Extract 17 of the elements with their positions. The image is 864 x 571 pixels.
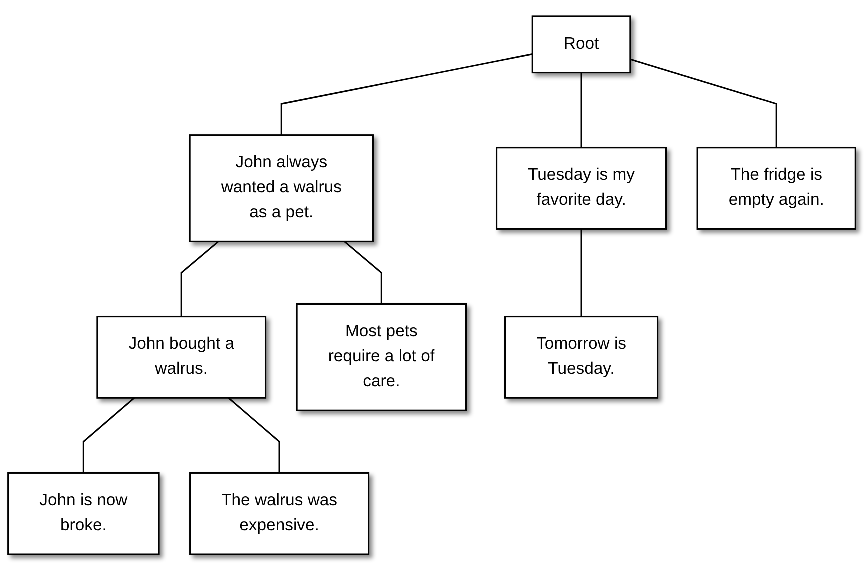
node-box: Root	[532, 16, 632, 74]
node-box: Tuesday is my favorite day.	[496, 147, 668, 230]
node-box: John is now broke.	[8, 472, 160, 556]
connector	[580, 72, 582, 148]
connector	[280, 54, 533, 136]
connector	[228, 398, 280, 474]
node-box: John always wanted a walrus as a pet.	[189, 134, 374, 242]
connector	[82, 398, 135, 474]
connector	[580, 229, 582, 317]
node-box: Tomorrow is Tuesday.	[504, 316, 659, 399]
node-box: The walrus was expensive.	[190, 472, 370, 556]
connector	[344, 241, 382, 304]
connector	[180, 241, 220, 317]
connector	[630, 58, 778, 148]
node-box: Most pets require a lot of care.	[296, 303, 468, 412]
node-box: The fridge is empty again.	[696, 147, 856, 230]
node-box: John bought a walrus.	[96, 316, 267, 399]
